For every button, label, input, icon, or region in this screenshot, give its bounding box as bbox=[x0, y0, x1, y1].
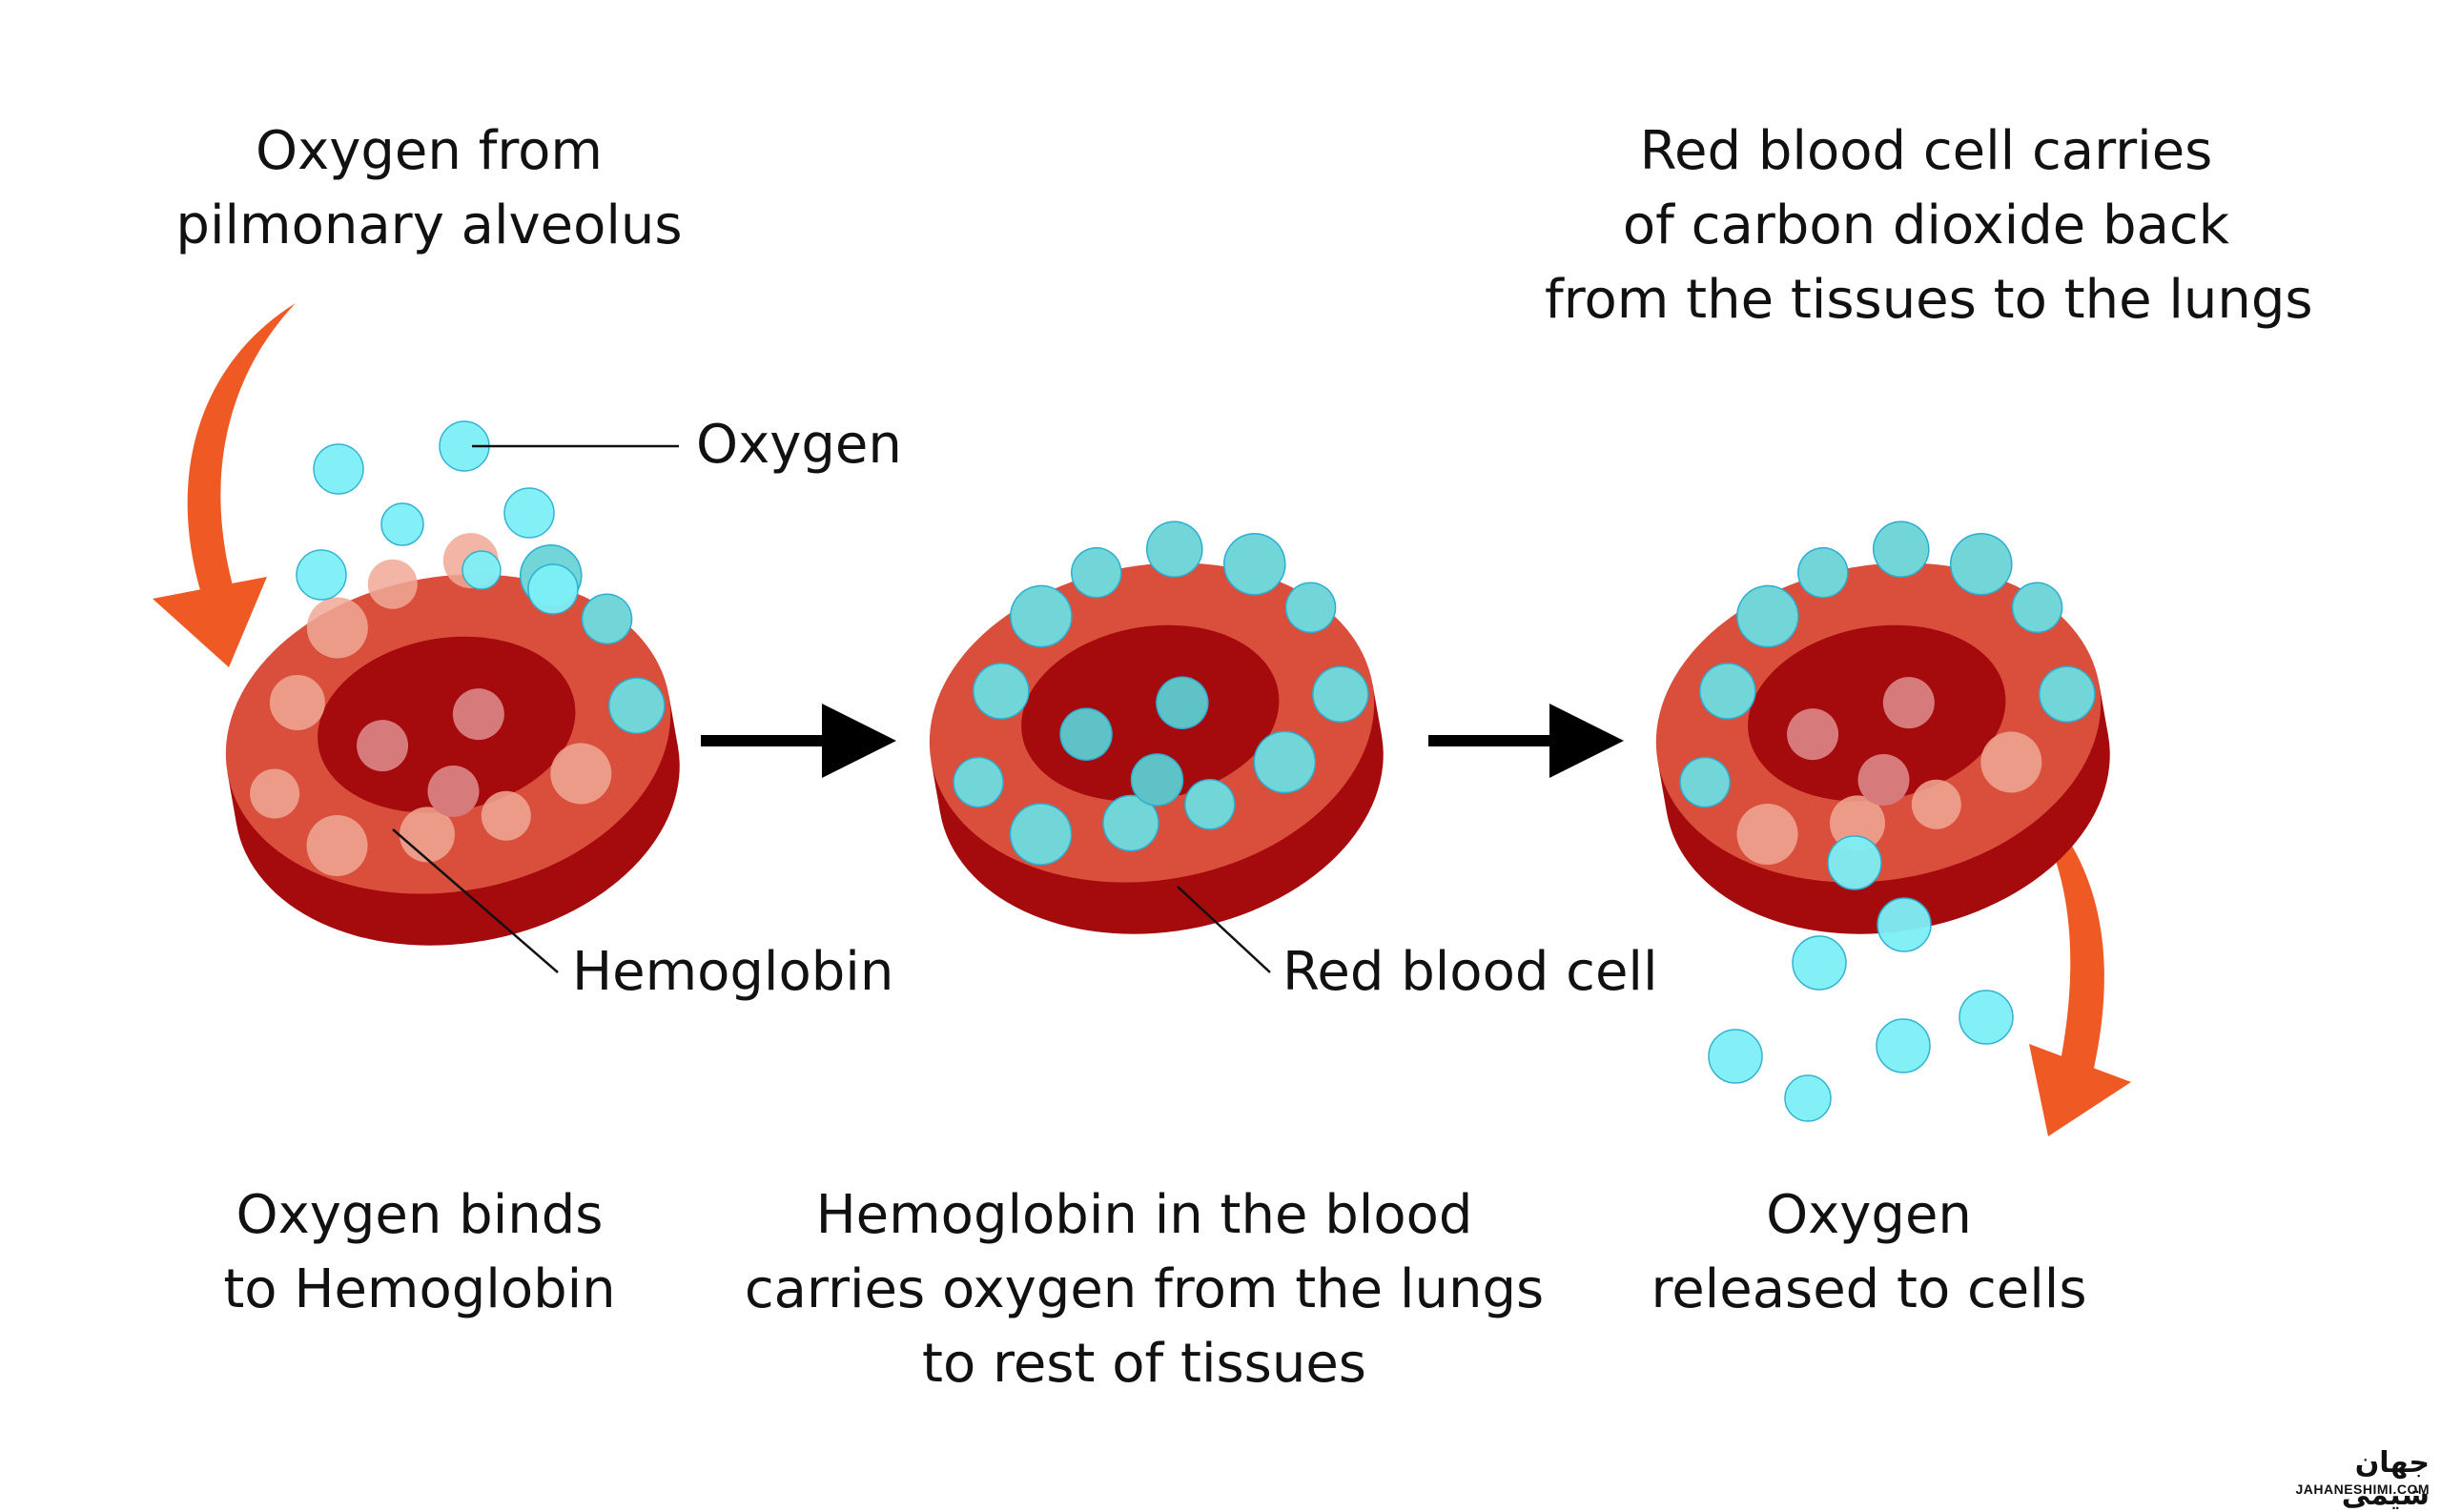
hemoglobin-icon bbox=[550, 743, 612, 805]
oxygen-molecule-icon bbox=[581, 593, 633, 644]
oxygen-molecule-icon bbox=[1184, 778, 1236, 830]
oxygen-molecule-icon bbox=[1876, 1018, 1931, 1073]
oxygen-molecule-icon bbox=[1708, 1029, 1763, 1084]
oxygen-molecule-icon bbox=[296, 549, 347, 601]
oxygen-molecule-icon bbox=[1156, 676, 1209, 729]
hemoglobin-icon bbox=[452, 688, 504, 741]
oxygen-molecule-icon bbox=[1009, 803, 1073, 866]
caption-oxygen-released: Oxygen released to cells bbox=[1621, 1178, 2117, 1327]
oxygen-molecule-icon bbox=[1146, 521, 1203, 578]
hemoglobin-icon bbox=[1829, 795, 1885, 851]
hemoglobin-icon bbox=[367, 559, 418, 609]
oxygen-molecule-icon bbox=[1950, 533, 2013, 596]
hemoglobin-icon bbox=[427, 765, 480, 817]
caption-line: released to cells bbox=[1651, 1258, 2087, 1320]
oxygen-molecule-icon bbox=[1059, 707, 1113, 761]
oxygen-molecule-icon bbox=[1827, 835, 1882, 890]
oxygen-molecule-icon bbox=[1959, 990, 2014, 1045]
caption-line: Red blood cell carries bbox=[1639, 120, 2213, 182]
caption-oxygen-from-alveolus: Oxygen from pilmonary alveolus bbox=[143, 114, 715, 263]
oxygen-molecule-icon bbox=[1102, 794, 1159, 852]
hemoglobin-icon bbox=[1857, 753, 1910, 806]
caption-line: Hemoglobin in the blood bbox=[815, 1184, 1473, 1246]
oxygen-molecule-icon bbox=[1792, 935, 1847, 991]
hemoglobin-icon bbox=[306, 597, 368, 659]
oxygen-molecule-icon bbox=[462, 550, 502, 590]
hemoglobin-icon bbox=[1736, 803, 1798, 865]
caption-line: of carbon dioxide back bbox=[1622, 194, 2230, 256]
oxygen-molecule-icon bbox=[527, 563, 579, 615]
oxygen-molecule-icon bbox=[973, 663, 1030, 720]
label-red-blood-cell: Red blood cell bbox=[1282, 941, 1658, 1003]
oxygen-molecule-icon bbox=[1679, 756, 1731, 808]
hemoglobin-icon bbox=[1980, 731, 2042, 793]
red-blood-cell-icon bbox=[1655, 521, 2110, 934]
hemoglobin-icon bbox=[357, 720, 409, 772]
right-arrow-icon bbox=[1428, 704, 1624, 778]
hemoglobin-icon bbox=[481, 790, 531, 841]
oxygen-molecule-icon bbox=[313, 443, 364, 495]
red-blood-cell-icon bbox=[225, 533, 680, 946]
oxygen-molecule-icon bbox=[1877, 897, 1932, 952]
label-hemoglobin: Hemoglobin bbox=[572, 941, 894, 1003]
caption-line: from the tissues to the lungs bbox=[1545, 269, 2313, 331]
caption-hemoglobin-transport: Hemoglobin in the blood carries oxygen f… bbox=[744, 1178, 1545, 1401]
oxygen-molecule-icon bbox=[2011, 582, 2063, 633]
oxygen-molecule-icon bbox=[1010, 584, 1073, 648]
caption-line: Oxygen from bbox=[256, 120, 603, 182]
hemoglobin-icon bbox=[306, 814, 368, 876]
caption-line: carries oxygen from the lungs bbox=[744, 1258, 1545, 1320]
caption-line: pilmonary alveolus bbox=[175, 194, 683, 256]
red-blood-cell-leader-line bbox=[1177, 886, 1271, 973]
outgoing-arrow-icon bbox=[2002, 770, 2131, 1136]
hemoglobin-icon bbox=[1882, 677, 1935, 729]
oxygen-molecule-icon bbox=[1071, 546, 1122, 599]
caption-oxygen-binds: Oxygen binds to Hemoglobin bbox=[181, 1178, 658, 1327]
caption-line: Oxygen bbox=[1766, 1184, 1972, 1246]
caption-carbon-dioxide-return: Red blood cell carries of carbon dioxide… bbox=[1545, 114, 2313, 337]
hemoglobin-icon bbox=[269, 674, 325, 730]
oxygen-molecule-icon bbox=[1253, 730, 1317, 794]
hemoglobin-icon bbox=[1787, 708, 1839, 761]
caption-line: to rest of tissues bbox=[922, 1333, 1366, 1395]
red-blood-cell-icon bbox=[929, 521, 1384, 934]
oxygen-molecule-icon bbox=[1797, 546, 1849, 599]
oxygen-molecule-icon bbox=[953, 756, 1004, 808]
watermark-text-fa: جهان شیمی bbox=[2341, 1446, 2430, 1512]
hemoglobin-icon bbox=[1911, 779, 1961, 829]
oxygen-molecule-icon bbox=[503, 487, 555, 539]
watermark-text-en: JAHANESHIMI.COM bbox=[2295, 1481, 2430, 1497]
label-oxygen: Oxygen bbox=[696, 414, 902, 476]
oxygen-molecule-icon bbox=[1284, 582, 1337, 633]
oxygen-molecule-icon bbox=[1873, 521, 1930, 578]
watermark-logo: جهان شیمی JAHANESHIMI.COM bbox=[2267, 1447, 2430, 1512]
oxygen-molecule-icon bbox=[2039, 665, 2096, 723]
oxygen-molecule-icon bbox=[1130, 753, 1184, 807]
incoming-arrow-icon bbox=[153, 303, 296, 667]
oxygen-molecule-icon bbox=[1223, 533, 1286, 596]
oxygen-molecule-icon bbox=[1699, 663, 1756, 720]
oxygen-molecule-icon bbox=[1784, 1074, 1832, 1122]
right-arrow-icon bbox=[701, 704, 896, 778]
oxygen-molecule-icon bbox=[1736, 584, 1799, 648]
hemoglobin-leader-line bbox=[392, 828, 559, 973]
hemoglobin-icon bbox=[250, 768, 300, 819]
oxygen-molecule-icon bbox=[380, 502, 424, 546]
oxygen-molecule-icon bbox=[608, 677, 666, 734]
caption-line: Oxygen binds bbox=[236, 1184, 604, 1246]
oxygen-molecule-icon bbox=[1312, 665, 1369, 723]
caption-line: to Hemoglobin bbox=[223, 1258, 616, 1320]
